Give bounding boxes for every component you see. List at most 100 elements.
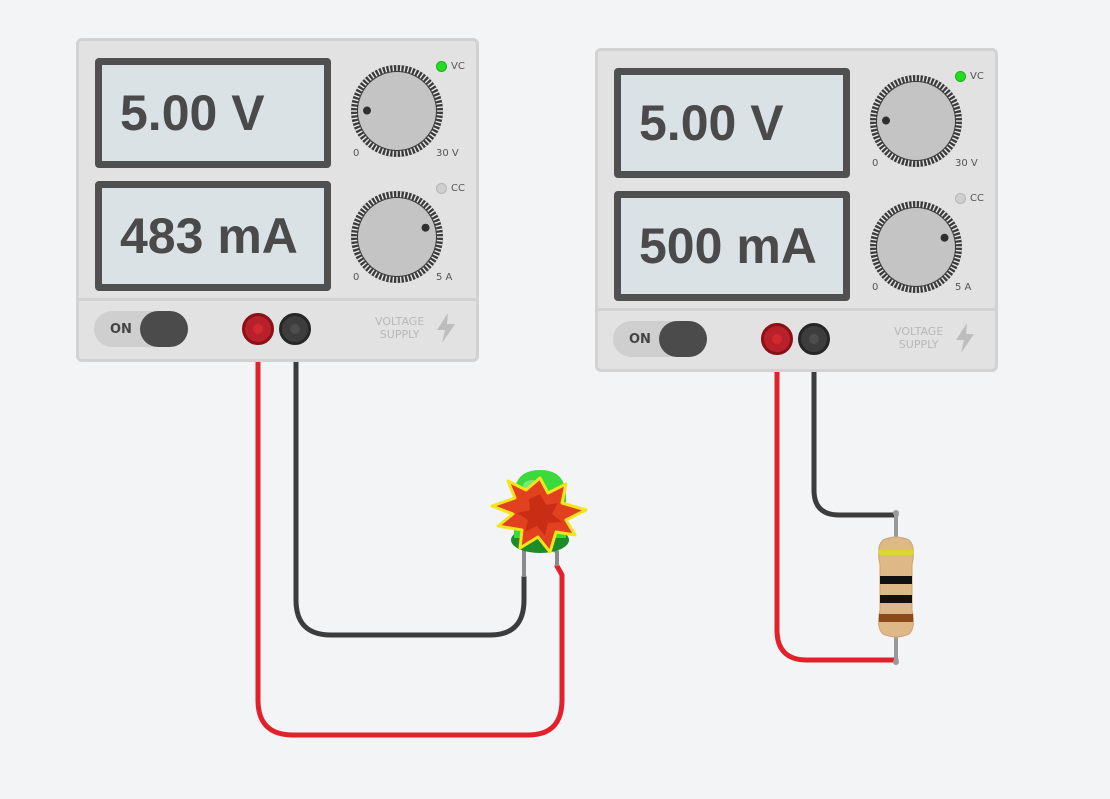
knob-ridge: [889, 82, 894, 89]
voltage-knob-max: 30 V: [436, 148, 459, 159]
knob-ridge: [429, 259, 436, 264]
voltage-display: 5.00 V: [614, 68, 850, 178]
voltage-supply-1[interactable]: 5.00 V 483 mA 0 30 V 0 5 A VC CC ON VOLT…: [76, 38, 479, 362]
knob-ridge: [874, 226, 881, 231]
knob-ridge: [351, 243, 358, 246]
knob-ridge: [406, 192, 410, 199]
knob-ridge: [955, 253, 962, 256]
knob-ridge: [903, 285, 907, 292]
knob-ridge: [871, 130, 878, 134]
knob-ridge: [363, 138, 370, 145]
power-switch-thumb[interactable]: [659, 321, 707, 357]
knob-ridge: [953, 260, 960, 264]
voltage-display: 5.00 V: [95, 58, 331, 168]
knob-ridge: [882, 148, 889, 155]
voltage-knob[interactable]: [866, 71, 966, 171]
positive-terminal[interactable]: [761, 323, 793, 355]
cv-led-icon: [955, 71, 966, 82]
knob-ridge: [422, 201, 428, 207]
power-switch-thumb[interactable]: [140, 311, 188, 347]
knob-ridge: [361, 80, 367, 86]
knob-ridge: [424, 77, 431, 84]
knob-ridge: [872, 260, 879, 264]
positive-wire-led[interactable]: [255, 331, 565, 738]
knob-ridge: [941, 85, 947, 91]
voltage-knob-min: 0: [872, 158, 879, 169]
knob-ridge: [918, 75, 921, 82]
negative-terminal[interactable]: [798, 323, 830, 355]
knob-ridge: [907, 160, 910, 167]
knob-ridge: [370, 198, 375, 205]
knob-ridge: [432, 90, 439, 95]
knob-ridge: [351, 113, 358, 116]
negative-wire-led[interactable]: [293, 331, 527, 638]
knob-ridge: [399, 150, 402, 157]
power-switch[interactable]: ON: [94, 311, 188, 347]
knob-ridge: [388, 150, 391, 157]
negative-terminal[interactable]: [279, 313, 311, 345]
knob-ridge: [435, 98, 442, 102]
knob-ridge: [870, 123, 877, 126]
knob-ridge: [955, 242, 962, 245]
knob-ridge: [907, 286, 910, 293]
current-knob[interactable]: [347, 187, 447, 287]
knob-ridge: [932, 205, 937, 212]
knob-ridge: [870, 249, 877, 252]
brand-line-1: VOLTAGE: [894, 325, 944, 338]
knob-ridge: [954, 256, 961, 260]
knob-indicator: [882, 116, 891, 125]
voltage-knob[interactable]: [347, 61, 447, 161]
knob-ridge: [872, 230, 879, 234]
knob-ridge: [946, 146, 952, 152]
knob-ridge: [872, 134, 879, 138]
knob-ridge: [895, 156, 900, 163]
knob-ridge: [948, 94, 955, 99]
knob-ridge: [352, 98, 359, 102]
current-knob-min: 0: [872, 282, 879, 293]
positive-terminal[interactable]: [242, 313, 274, 345]
knob-ridge: [356, 130, 363, 135]
voltage-supply-2[interactable]: 5.00 V 500 mA 0 30 V 0 5 A VC CC ON VOLT…: [595, 48, 998, 372]
current-display: 500 mA: [614, 191, 850, 301]
negative-wire-resistor[interactable]: [811, 341, 899, 518]
knob-ridge: [950, 223, 957, 228]
resistor-lead-end-top: [893, 510, 899, 516]
power-switch-label: ON: [110, 322, 132, 337]
resistor-band-2: [880, 576, 912, 584]
knob-ridge: [880, 216, 886, 222]
knob-ridge: [356, 213, 363, 218]
knob-ridge: [922, 201, 925, 208]
knob-ridge: [895, 79, 900, 86]
knob-ridge: [352, 246, 359, 250]
knob-ridge: [376, 146, 381, 153]
knob-ridge: [935, 80, 940, 87]
knob-ridge: [363, 264, 370, 271]
knob-ridge: [895, 282, 900, 289]
cv-indicator: VC: [436, 61, 465, 72]
lightning-bolt-icon: [956, 323, 974, 353]
knob-ridge: [351, 102, 358, 105]
knob-indicator: [421, 223, 430, 232]
positive-wire-resistor[interactable]: [774, 341, 899, 663]
resistor-lead-end-bottom: [893, 659, 899, 665]
knob-ridge: [911, 75, 914, 82]
led[interactable]: [490, 470, 588, 577]
knob-ridge: [950, 97, 957, 102]
resistor[interactable]: [878, 510, 914, 665]
knob-ridge: [399, 191, 402, 198]
knob-ridge: [384, 192, 388, 199]
knob-ridge: [955, 238, 962, 241]
current-knob[interactable]: [866, 197, 966, 297]
knob-ridge: [946, 216, 952, 222]
knob-ridge: [935, 155, 940, 162]
knob-ridge: [943, 148, 950, 155]
knob-ridge: [870, 242, 877, 245]
knob-ridge: [431, 87, 438, 92]
cc-label: CC: [970, 193, 984, 204]
power-switch[interactable]: ON: [613, 321, 707, 357]
knob-ridge: [882, 213, 889, 220]
knob-ridge: [932, 156, 937, 163]
knob-ridge: [416, 196, 421, 203]
knob-ridge: [946, 272, 952, 278]
